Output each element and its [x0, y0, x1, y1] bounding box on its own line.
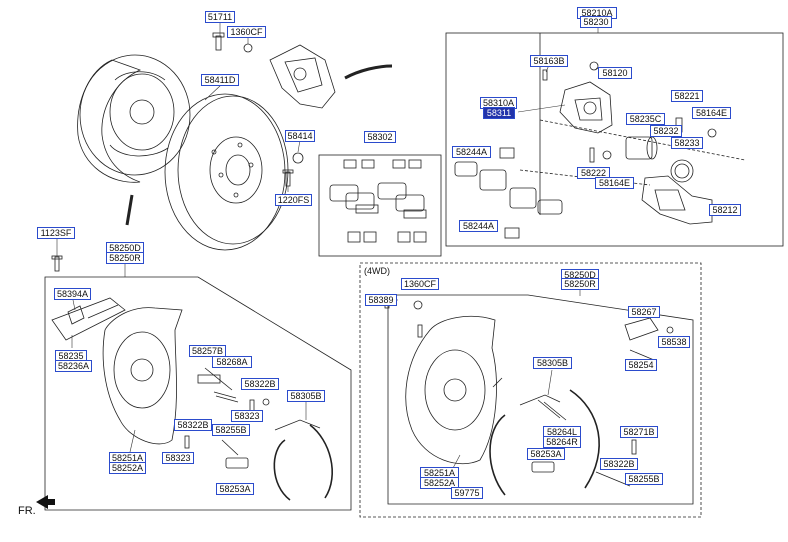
part-label[interactable]: 1360CF — [227, 26, 266, 38]
parking-brake-4wd-parts — [384, 295, 674, 496]
part-label[interactable]: 58254 — [625, 359, 657, 371]
top-caliper — [269, 44, 336, 109]
part-label[interactable]: 58212 — [709, 204, 741, 216]
part-label[interactable]: 58164E — [595, 177, 634, 189]
part-label[interactable]: 1360CF — [401, 278, 439, 290]
part-label[interactable]: 58222 — [577, 167, 610, 179]
part-label[interactable]: 58252A — [109, 462, 146, 474]
fr-arrow-icon — [36, 495, 55, 509]
part-label-selected[interactable]: 58311 — [483, 107, 515, 119]
part-label[interactable]: 58538 — [658, 336, 690, 348]
section-4wd-label: (4WD) — [364, 266, 390, 276]
parking-brake-4wd-frame — [387, 294, 694, 505]
part-label[interactable]: 58323 — [162, 452, 194, 464]
part-label[interactable]: 58267 — [628, 306, 660, 318]
part-label[interactable]: 58302 — [364, 131, 396, 143]
part-label[interactable]: 58250R — [106, 252, 144, 264]
backing-plate-outline — [77, 59, 142, 183]
part-label[interactable]: 58250R — [561, 278, 599, 290]
part-label[interactable]: 58253A — [216, 483, 254, 495]
part-label[interactable]: 59775 — [451, 487, 483, 499]
part-label[interactable]: 58233 — [671, 137, 703, 149]
part-label[interactable]: 58244A — [459, 220, 498, 232]
part-label[interactable]: 58257B — [189, 345, 226, 357]
part-label[interactable]: 58255B — [212, 424, 250, 436]
part-label[interactable]: 58322B — [174, 419, 212, 431]
part-label[interactable]: 58163B — [530, 55, 568, 67]
part-label[interactable]: 58323 — [231, 410, 263, 422]
part-label[interactable]: 58271B — [620, 426, 658, 438]
part-label[interactable]: 51711 — [205, 11, 235, 23]
part-label[interactable]: 58120 — [598, 67, 632, 79]
part-label[interactable]: 58164E — [692, 107, 731, 119]
caliper-section-frame — [445, 32, 784, 247]
pad-kit-parts — [329, 159, 427, 243]
part-label[interactable]: 58305B — [533, 357, 572, 369]
part-label[interactable]: 58236A — [55, 360, 92, 372]
parking-brake-parts — [51, 255, 333, 501]
part-label[interactable]: 58394A — [54, 288, 91, 300]
part-label[interactable]: 1123SF — [37, 227, 75, 239]
part-label[interactable]: 58268A — [212, 356, 252, 368]
section-4wd-frame — [359, 262, 702, 518]
parking-brake-frame — [44, 276, 352, 511]
part-label[interactable]: 58414 — [285, 130, 315, 142]
part-label[interactable]: 58235C — [626, 113, 665, 125]
part-label[interactable]: 58232 — [650, 125, 682, 137]
part-label[interactable]: 58244A — [452, 146, 491, 158]
part-label[interactable]: 58305B — [287, 390, 325, 402]
part-label[interactable]: 58253A — [527, 448, 565, 460]
part-label[interactable]: 58230 — [580, 16, 612, 28]
part-label[interactable]: 58221 — [671, 90, 703, 102]
direction-label: FR. — [18, 505, 36, 517]
part-label[interactable]: 58411D — [201, 74, 239, 86]
part-label[interactable]: 58264R — [543, 436, 581, 448]
part-label[interactable]: 58389 — [365, 294, 397, 306]
pad-kit-frame — [318, 154, 442, 257]
caliper-assembly-parts — [454, 61, 746, 239]
part-label[interactable]: 1220FS — [275, 194, 312, 206]
part-label[interactable]: 58252A — [420, 477, 459, 489]
part-label[interactable]: 58322B — [241, 378, 279, 390]
part-label[interactable]: 58255B — [625, 473, 663, 485]
part-label[interactable]: 58322B — [600, 458, 638, 470]
rotor-outer — [164, 93, 286, 251]
